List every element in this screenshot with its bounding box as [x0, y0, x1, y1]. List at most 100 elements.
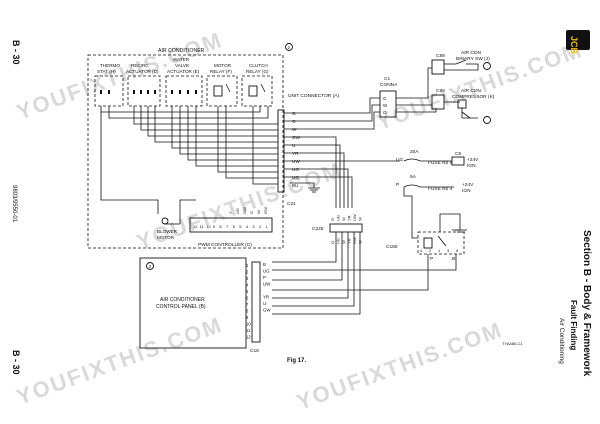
conna-pin: O — [383, 110, 387, 115]
c18-ref: C18 — [250, 348, 259, 354]
c18-wire: B — [263, 262, 266, 267]
c180-pin: 1 — [438, 248, 441, 253]
watermark-5: YOUFIXTHIS.COM — [13, 312, 226, 410]
controller-pin: 11 — [200, 224, 205, 229]
c18-pin: 4 — [246, 283, 249, 288]
watermark-1: YOUFIXTHIS.COM — [13, 27, 226, 125]
unit-connector-wire: O — [292, 119, 296, 124]
blower-motor: BLOWER MOTOR — [157, 199, 196, 240]
section-subtitle: Fault Finding — [569, 300, 578, 350]
c18-pin: 2 — [246, 270, 249, 275]
fuse6-supply: +24V IGN — [467, 157, 480, 169]
c89-label: C89 — [436, 53, 445, 59]
jcb-logo: JCB — [566, 30, 590, 55]
compressor-circuit: C90 AIR CON COMPRESSOR (K) — [431, 88, 495, 124]
fuse6-conn: C5 — [455, 151, 461, 157]
controller-pin: 5 — [239, 224, 242, 229]
c18-pin: 6 — [246, 296, 249, 301]
motor-relay-label: MOTOR RELAY (F) — [210, 63, 232, 74]
c18-pin: 9 — [246, 315, 249, 320]
c225-wire-top: YR — [347, 215, 352, 221]
ac-unit-internal-wiring — [100, 106, 279, 214]
fuse4-label: FUSE No 4 — [428, 186, 453, 192]
main-harness — [284, 97, 400, 208]
unit-connector-label: UNIT CONNECTOR (A) — [288, 93, 339, 99]
c180-pin: 2 — [429, 248, 432, 253]
conna-pin-labels: GWO — [383, 96, 388, 115]
c18-wire: GW — [263, 308, 271, 313]
c225-wire-bottom: UG — [336, 238, 341, 244]
ac-unit-label: AIR CONDITIONER — [158, 48, 205, 54]
c18-wire: U — [263, 301, 266, 306]
c225-wire-top: UG — [336, 215, 341, 221]
controller-pin: 12 — [193, 224, 198, 229]
c180-pin: 9 — [456, 248, 459, 253]
unit-connector-wire: BU — [292, 183, 298, 188]
c18-wire: UG — [263, 269, 270, 274]
c225-wire-top: UW — [352, 214, 357, 221]
fuse4-amp: 5A — [410, 174, 417, 180]
c225-label: C225 — [312, 226, 324, 232]
c18-pin: 1 — [246, 263, 249, 268]
controller-pin: 10 — [206, 224, 211, 229]
unit-connector-ref: C21 — [287, 201, 296, 207]
c18-pin: 8 — [246, 309, 249, 314]
controller-wire: G — [249, 211, 254, 214]
controller-pin: 9 — [213, 224, 216, 229]
controller-pin: 1 — [266, 224, 269, 229]
unit-connector-wire: G — [292, 111, 296, 116]
figure-caption: Fig 17. — [287, 358, 306, 364]
clutch-relay-box — [241, 75, 273, 107]
control-panel-label: AIR CONDITIONER CONTROL PANEL (B) — [156, 297, 206, 310]
conna-pin: G — [383, 96, 387, 101]
water-valve-box — [165, 75, 203, 107]
unit-connector-wire: UO — [292, 175, 299, 180]
section-title: Section B - Body & Framework — [581, 230, 592, 377]
controller-pin: 7 — [226, 224, 229, 229]
fuse6-amp: 20A — [410, 149, 419, 155]
controller-wire: GW — [242, 207, 247, 214]
controller-wire: W — [256, 210, 261, 214]
doc-number: 9803/9550-01 — [11, 185, 17, 223]
c18-pin: 5 — [246, 289, 249, 294]
c18-pin: 11 — [246, 328, 251, 333]
c180-label: C180 — [386, 244, 398, 250]
c225-wire-top: W — [358, 217, 363, 221]
fuse6-label: FUSE No 6 — [428, 160, 453, 166]
c18-pin: 10 — [246, 322, 251, 327]
page-label-bottom: B - 30 — [11, 350, 21, 375]
section-topic: Air Conditioning — [558, 318, 565, 364]
conna-label: C1 CONNA — [380, 76, 398, 88]
control-panel-badge: 3 — [149, 264, 152, 269]
air-conditioner-unit: AIR CONDITIONER 2 THERMO STAT (H) RECIRC… — [87, 43, 293, 249]
recirc-actuator-box — [127, 75, 161, 107]
fuse4-supply: +24V IGN — [462, 182, 475, 194]
binary-switch-label: AIR CON BINARY SW (J) — [456, 50, 490, 62]
unit-connector-wire: UG — [292, 167, 299, 172]
watermark-4: YOUFIXTHIS.COM — [293, 317, 506, 415]
unit-connector-wire: YR — [292, 151, 299, 156]
c225-wire-top: O — [330, 218, 335, 221]
controller-pin: 8 — [219, 224, 222, 229]
fuse-6-circuit: UG 20A FUSE No 6 C5 +24V IGN — [396, 149, 480, 169]
c225-wire-bottom: O — [330, 241, 335, 244]
page-label-top: B - 30 — [11, 40, 21, 65]
pwm-controller-label: PWM CONTROLLER (C) — [198, 242, 252, 248]
c225-wire-top: W — [341, 217, 346, 221]
compressor-label: AIR CON COMPRESSOR (K) — [452, 88, 495, 100]
c90-label: C90 — [436, 88, 445, 94]
blower-motor-label: BLOWER MOTOR — [157, 229, 178, 240]
c180-side-p: P — [430, 256, 433, 262]
conna-pin: W — [383, 103, 388, 108]
